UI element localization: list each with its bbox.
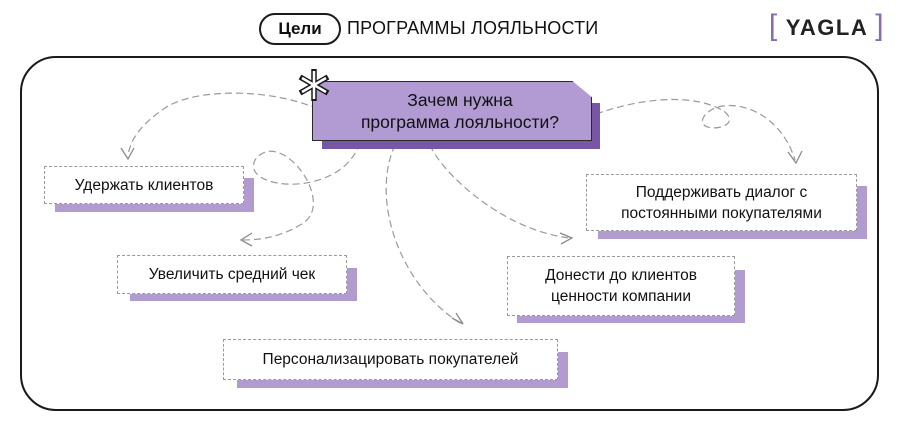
central-question: Зачем нужна программа лояльности? xyxy=(312,81,592,141)
goal-convey-company-values: Донести до клиентов ценности компании xyxy=(507,256,735,316)
logo-bracket-left: [ xyxy=(768,9,779,42)
goal-label: Персонализацировать покупателей xyxy=(262,351,519,368)
goal-label: Донести до клиентов ценности компании xyxy=(545,267,697,305)
goal-retain-customers: Удержать клиентов xyxy=(44,166,244,204)
header-pill: Цели xyxy=(259,13,341,45)
central-question-text: Зачем нужна программа лояльности? xyxy=(360,90,560,132)
logo-bracket-right: ] xyxy=(875,9,886,42)
goal-increase-average-check: Увеличить средний чек xyxy=(117,255,347,294)
page-title: ПРОГРАММЫ ЛОЯЛЬНОСТИ xyxy=(347,18,599,38)
goal-label: Поддерживать диалог с постоянными покупа… xyxy=(621,183,822,222)
diagram-frame xyxy=(20,56,879,411)
logo-text: YAGLA xyxy=(785,15,869,40)
goal-maintain-dialog: Поддерживать диалог с постоянными покупа… xyxy=(586,174,857,231)
asterisk-icon xyxy=(298,69,330,101)
header-pill-label: Цели xyxy=(278,19,322,38)
goal-label: Удержать клиентов xyxy=(74,176,214,194)
goal-personalize-customers: Персонализацировать покупателей xyxy=(223,339,558,380)
yagla-logo: [ YAGLA ] xyxy=(768,9,886,45)
goal-label: Увеличить средний чек xyxy=(148,266,316,283)
